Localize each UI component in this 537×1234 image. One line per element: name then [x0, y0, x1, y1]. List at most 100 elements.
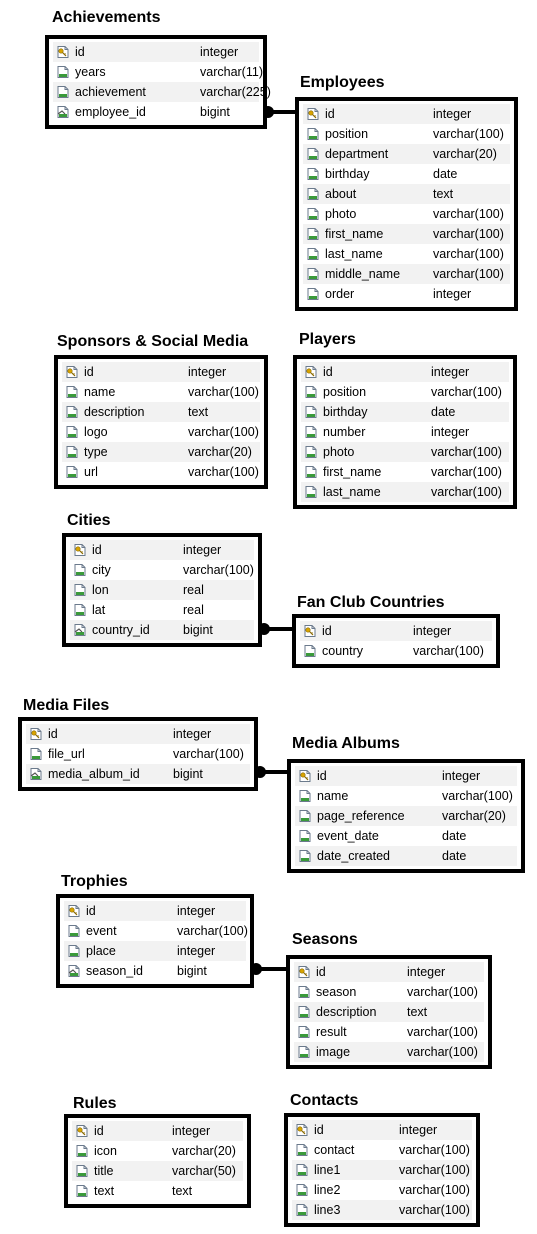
column-type: text [433, 187, 454, 201]
column-row[interactable]: number integer [301, 422, 509, 442]
column-name: id [316, 965, 326, 979]
column-type: varchar(100) [407, 1025, 478, 1039]
column-type: integer [200, 45, 239, 59]
column-type: varchar(20) [442, 809, 506, 823]
column-name: description [84, 405, 145, 419]
column-type: varchar(100) [413, 644, 484, 658]
column-icon [295, 1143, 309, 1157]
column-type: integer [431, 425, 470, 439]
column-icon [73, 603, 87, 617]
column-type: integer [431, 365, 470, 379]
key-column-icon [75, 1124, 89, 1138]
column-name: season_id [86, 964, 143, 978]
table-title-trophies: Trophies [61, 873, 128, 890]
column-name: photo [323, 445, 355, 459]
table-title-media-files: Media Files [23, 697, 110, 714]
column-name: photo [325, 207, 357, 221]
column-type: varchar(100) [188, 385, 259, 399]
column-name: city [92, 563, 111, 577]
key-column-icon [297, 965, 311, 979]
column-type: varchar(100) [433, 247, 504, 261]
column-icon [75, 1144, 89, 1158]
table-title-media-albums: Media Albums [292, 735, 400, 752]
column-type: varchar(100) [399, 1163, 470, 1177]
column-name: id [92, 543, 102, 557]
column-icon [29, 747, 43, 761]
column-name: number [323, 425, 366, 439]
